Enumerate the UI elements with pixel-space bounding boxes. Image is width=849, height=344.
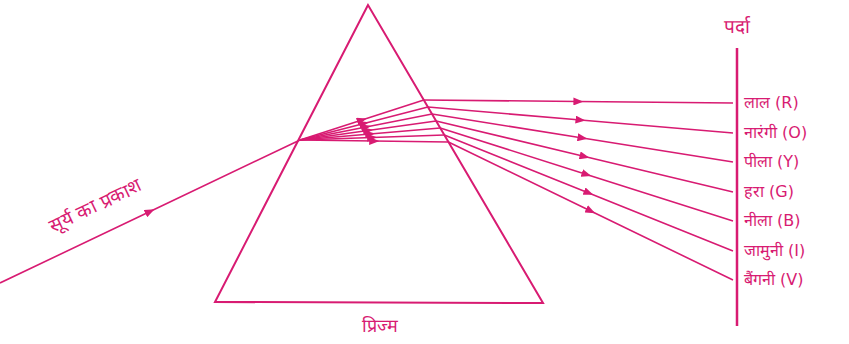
sunlight-ray (0, 140, 300, 283)
screen-line (736, 48, 739, 326)
prism-outline (215, 5, 543, 303)
color-label: पीला (Y) (742, 152, 801, 172)
screen-label: पर्दा (722, 14, 752, 38)
color-label: जामुनी (I) (742, 241, 807, 261)
prism-label: प्रिज्म (360, 314, 400, 337)
color-label: नीला (B) (742, 211, 803, 231)
color-label: लाल (R) (742, 93, 801, 113)
color-label: नारंगी (O) (742, 123, 809, 143)
color-label: बैंगनी (V) (742, 270, 806, 290)
light-source-label: सूर्य का प्रकाश (43, 172, 147, 238)
dispersed-rays (300, 100, 733, 280)
color-label: हरा (G) (742, 182, 796, 202)
